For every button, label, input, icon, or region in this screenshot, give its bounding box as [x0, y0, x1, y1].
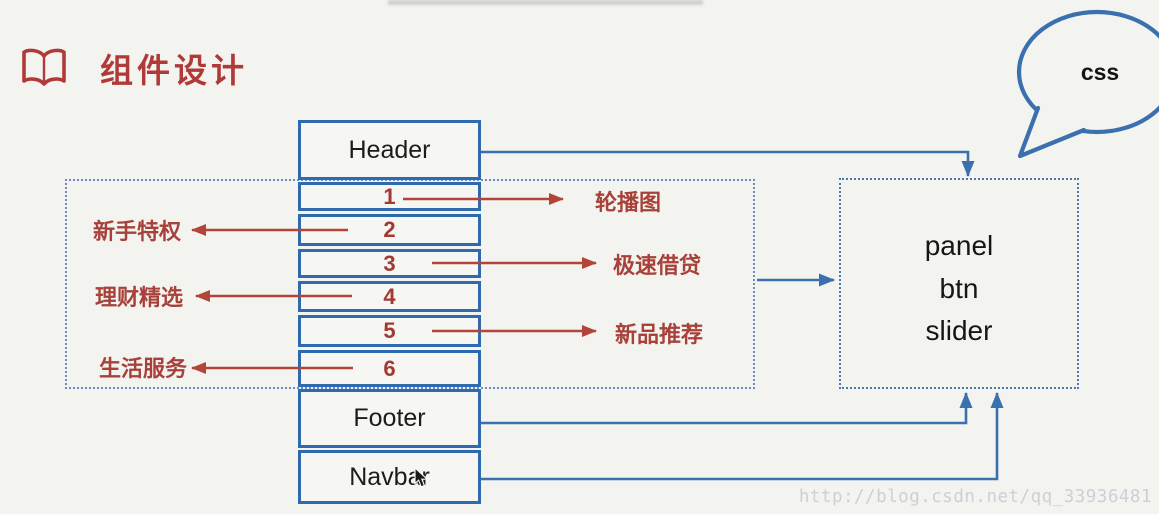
stack-row-footer: Footer [298, 389, 481, 448]
arrow-navbar-to-panelbox [481, 392, 1004, 481]
stack-row-2: 2 [298, 214, 481, 246]
stack-row-3: 3 [298, 249, 481, 278]
stack-row-5: 5 [298, 315, 481, 347]
arrow-header-to-panelbox [481, 150, 975, 177]
label-carousel: 轮播图 [595, 190, 662, 215]
css-components-box: panel btn slider [839, 178, 1079, 389]
page-title: 组件设计 [100, 52, 248, 89]
mouse-cursor-icon [414, 468, 429, 488]
cropped-text-artifact [388, 0, 703, 5]
css-bubble-label: css [1080, 59, 1120, 85]
title-row: 组件设计 [20, 44, 248, 92]
open-book-icon [22, 48, 66, 86]
label-newbie-privilege: 新手特权 [93, 219, 182, 244]
stack-row-6: 6 [298, 350, 481, 387]
component-panel-label: panel [924, 230, 994, 262]
component-slider-label: slider [925, 315, 993, 347]
label-life-service: 生活服务 [99, 356, 188, 381]
stack-row-1: 1 [298, 182, 481, 211]
css-speech-bubble [1016, 9, 1159, 159]
stack-row-header: Header [298, 120, 481, 180]
label-fast-loan: 极速借贷 [613, 253, 702, 278]
stack-row-navbar: Navbar [298, 450, 481, 504]
arrow-footer-to-panelbox [481, 392, 973, 425]
content-region-outline [65, 179, 755, 389]
watermark-url: http://blog.csdn.net/qq_33936481 [798, 487, 1152, 507]
component-btn-label: btn [939, 272, 979, 304]
stack-row-4: 4 [298, 281, 481, 312]
label-finance-selection: 理财精选 [95, 285, 184, 310]
label-new-product: 新品推荐 [615, 322, 704, 347]
